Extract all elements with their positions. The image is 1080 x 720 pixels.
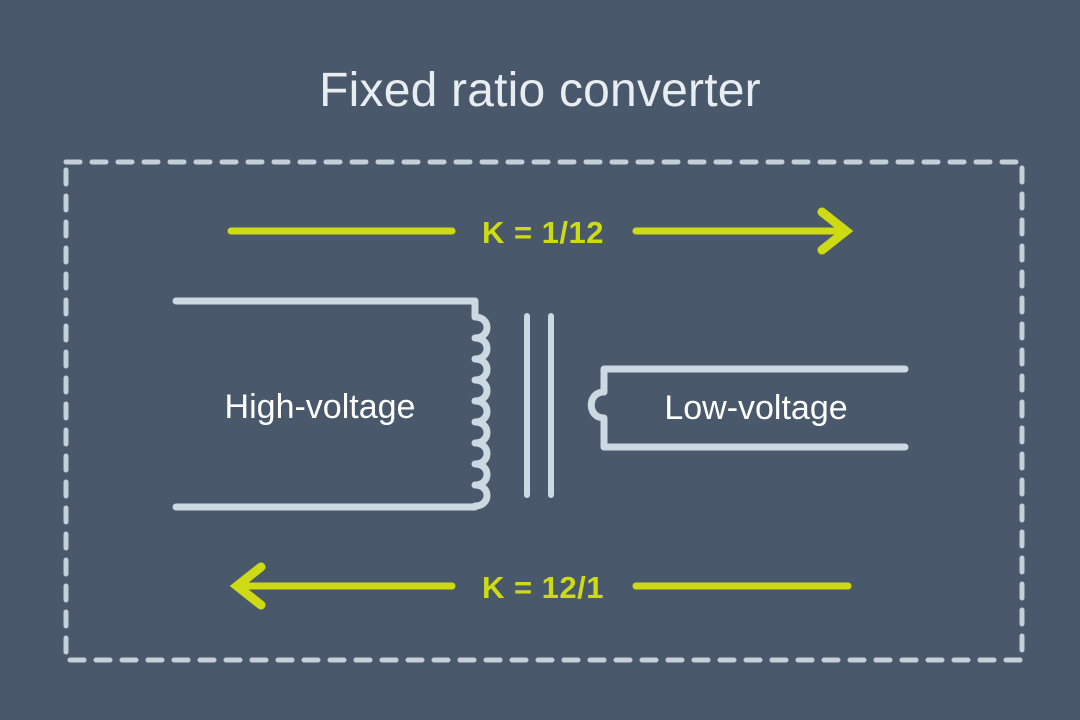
primary-winding-high-voltage: High-voltage — [172, 297, 491, 511]
secondary-coil-path — [587, 365, 909, 451]
secondary-winding-label: Low-voltage — [664, 389, 847, 427]
converter-boundary-frame — [63, 159, 1025, 663]
primary-coil-path — [172, 297, 491, 511]
bottom-arrow-head-left-icon — [229, 562, 266, 610]
transformer-core — [524, 313, 554, 498]
top-ratio-arrow: K = 1/12 — [227, 207, 854, 255]
page-title: Fixed ratio converter — [319, 64, 761, 117]
primary-winding-label: High-voltage — [225, 388, 416, 426]
top-ratio-label: K = 1/12 — [482, 215, 604, 250]
secondary-winding-low-voltage: Low-voltage — [587, 365, 909, 451]
top-arrow-head-right-icon — [817, 207, 854, 255]
bottom-ratio-arrow: K = 12/1 — [229, 562, 852, 610]
bottom-ratio-label: K = 12/1 — [482, 570, 604, 605]
